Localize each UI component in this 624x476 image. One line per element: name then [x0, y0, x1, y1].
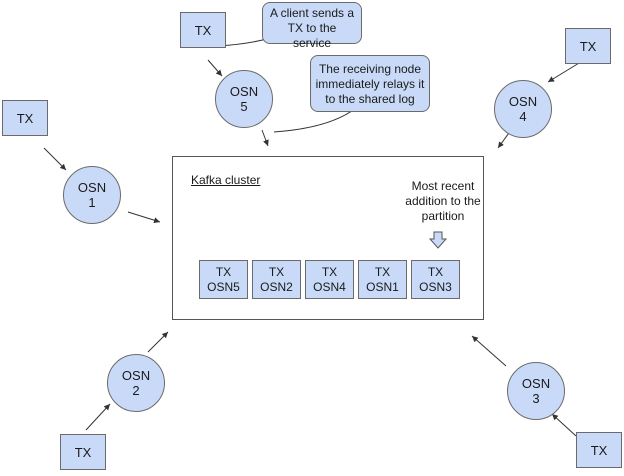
- osn-node-2: OSN 2: [107, 354, 165, 412]
- arrow-tx-to-osn3: [551, 413, 577, 437]
- osn-node-3: OSN 3: [507, 362, 565, 420]
- down-arrow-icon: [429, 231, 447, 249]
- arrow-osn2-to-cluster: [147, 331, 169, 353]
- osn-node-5: OSN 5: [215, 70, 273, 128]
- arrow-osn1-to-cluster: [127, 211, 161, 224]
- log-entry-latest: TX OSN3: [411, 260, 460, 299]
- cluster-title: Kafka cluster: [191, 173, 261, 187]
- log-entry: TX OSN4: [305, 260, 354, 299]
- tx-box-top: TX: [180, 12, 226, 48]
- log-entry: TX OSN2: [252, 260, 301, 299]
- arrow-osn3-to-cluster: [471, 335, 507, 367]
- callout-node-relays: The receiving node immediately relays it…: [310, 55, 430, 112]
- osn-node-4: OSN 4: [494, 80, 552, 138]
- tx-box-top-left: TX: [2, 100, 48, 136]
- log-entry: TX OSN5: [199, 260, 248, 299]
- arrow-osn5-to-cluster: [261, 129, 269, 147]
- kafka-cluster: Kafka cluster Most recent addition to th…: [172, 156, 484, 320]
- osn-node-1: OSN 1: [63, 166, 121, 224]
- log-entry: TX OSN1: [358, 260, 407, 299]
- arrow-tx-to-osn2: [85, 403, 111, 431]
- partition-log: TX OSN5 TX OSN2 TX OSN4 TX OSN1 TX OSN3: [199, 260, 460, 299]
- callout-client-sends-tx: A client sends a TX to the service: [262, 2, 362, 50]
- tx-box-bottom-right: TX: [576, 432, 622, 468]
- tx-box-top-right: TX: [565, 28, 611, 64]
- most-recent-note: Most recent addition to the partition: [405, 179, 481, 223]
- tx-box-bottom-left: TX: [60, 434, 106, 470]
- arrow-tx-to-osn5: [207, 59, 223, 77]
- arrow-tx-to-osn1: [43, 147, 67, 171]
